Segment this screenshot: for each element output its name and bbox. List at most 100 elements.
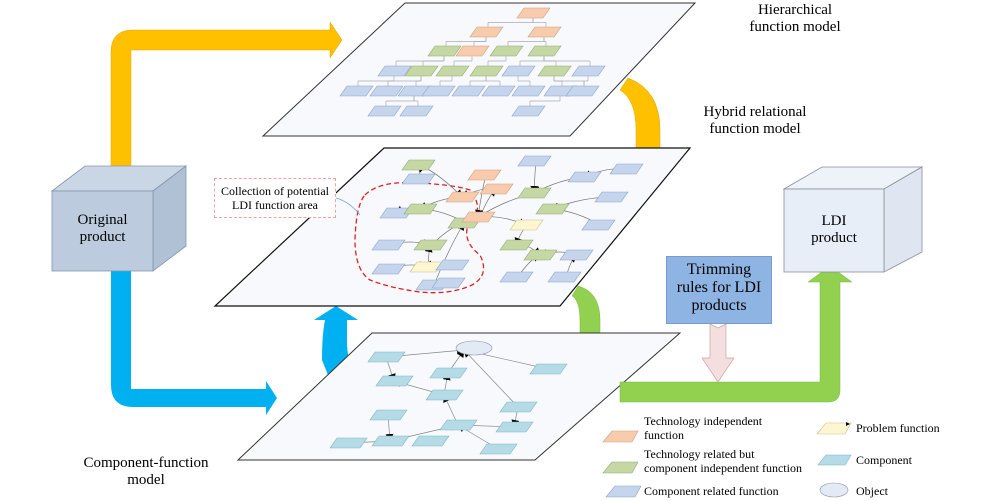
hybrid-label-line1: Hybrid relational xyxy=(703,104,807,120)
callout-pointer xyxy=(335,197,361,216)
hybrid-node-tech-independent xyxy=(479,183,514,195)
hier-node-component-related xyxy=(451,85,486,97)
legend-tech-independent-line2: function xyxy=(644,428,684,442)
hybrid-node-tech-related xyxy=(517,187,552,199)
ldi-area-boundary xyxy=(354,181,485,294)
hybrid-node-component-related xyxy=(581,219,616,231)
hybrid-node-component-related xyxy=(401,173,436,185)
hybrid-node-component-related xyxy=(517,155,552,167)
hier-node-component-related xyxy=(421,85,456,97)
hybrid-node-component-related xyxy=(371,239,406,251)
hierarchical-label-line1: Hierarchical xyxy=(757,2,833,18)
hybrid-node-problem xyxy=(509,219,544,231)
component-link xyxy=(463,349,519,408)
component-node-component xyxy=(479,443,518,455)
legend-swatch-tech-related xyxy=(602,461,639,474)
hybrid-node-component-related xyxy=(435,259,470,271)
hybrid-node-component-related xyxy=(499,271,534,283)
original-product-cube xyxy=(50,165,188,272)
hier-node-component-related xyxy=(511,105,546,117)
hier-node-tech-related xyxy=(489,45,524,57)
original-product-label: Original product xyxy=(52,212,153,246)
hier-node-tech-independent xyxy=(516,7,551,19)
hier-node-tech-related xyxy=(427,45,462,57)
legend-tech-related: Technology related but component indepen… xyxy=(644,447,802,475)
hierarchical-links xyxy=(357,18,591,106)
hier-node-tech-independent xyxy=(527,26,562,38)
component-object xyxy=(455,340,493,356)
ldi-product-label-line2: product xyxy=(811,230,857,246)
hybrid-node-tech-related xyxy=(401,159,436,171)
hybrid-node-tech-independent xyxy=(461,211,496,223)
green-arrow-to-ldi-product xyxy=(619,265,853,403)
hybrid-label-line2: function model xyxy=(709,121,801,137)
yellow-arrow-to-hierarchical xyxy=(110,21,343,169)
hybrid-node-tech-independent xyxy=(445,191,480,203)
hybrid-node-tech-independent xyxy=(467,169,502,181)
legend-swatch-tech-independent xyxy=(602,430,639,443)
hybrid-node-component-related xyxy=(379,207,414,219)
hierarchical-label-line2: function model xyxy=(749,19,841,35)
trimming-rules-line3: products xyxy=(691,297,747,314)
legend-component: Component xyxy=(856,453,912,467)
legend-swatch-problem xyxy=(816,422,852,435)
legend-swatch-component-related xyxy=(605,485,642,498)
hier-node-tech-related xyxy=(537,65,572,77)
legend-component-related: Component related function xyxy=(644,484,779,498)
legend-problem: Problem function xyxy=(856,421,940,435)
ldi-area-callout: Collection of potential LDI function are… xyxy=(214,178,336,218)
hybrid-node-component-related xyxy=(371,263,406,275)
blue-arrow-to-component-function xyxy=(111,270,277,415)
callout-line1: Collection of potential xyxy=(221,184,329,198)
hier-node-tech-independent xyxy=(455,45,490,57)
hybrid-node-component-related xyxy=(609,163,644,175)
hier-node-component-related xyxy=(377,65,412,77)
component-function-label-line1: Component-function xyxy=(83,455,209,471)
hybrid-node-component-related xyxy=(559,249,594,261)
hier-node-tech-related xyxy=(527,45,562,57)
trimming-rules-line2: rules for LDI xyxy=(676,279,762,296)
hier-node-component-related xyxy=(511,85,546,97)
hier-node-tech-related xyxy=(404,65,439,77)
hybrid-node-tech-related xyxy=(523,249,558,261)
original-product-label-line2: product xyxy=(79,229,126,245)
original-product-label-line1: Original xyxy=(77,212,128,228)
ldi-product-label-line1: LDI xyxy=(821,213,847,229)
hybrid-node-tech-related xyxy=(413,239,448,251)
component-node-component xyxy=(375,375,414,387)
hier-node-tech-independent xyxy=(469,26,504,38)
component-node-component xyxy=(529,363,568,375)
hybrid-node-problem xyxy=(409,261,444,273)
hybrid-node-tech-related xyxy=(535,203,570,215)
hybrid-label: Hybrid relational function model xyxy=(680,104,830,138)
callout-line2: LDI function area xyxy=(232,198,318,212)
trimming-rules-line1: Trimming xyxy=(686,261,752,278)
hybrid-node-tech-related xyxy=(403,203,438,215)
hierarchical-label: Hierarchical function model xyxy=(730,2,860,36)
hybrid-node-component-related xyxy=(547,271,582,283)
component-node-component xyxy=(411,435,450,447)
hier-node-component-related xyxy=(339,85,374,97)
hierarchical-nodes xyxy=(339,7,606,117)
component-node-component xyxy=(369,409,408,421)
legend-tech-independent: Technology independent function xyxy=(644,414,762,442)
component-node-component xyxy=(371,435,410,447)
hybrid-node-component-related xyxy=(567,171,602,183)
component-node-component xyxy=(367,351,406,363)
hybrid-node-component-related xyxy=(594,191,629,203)
component-node-component xyxy=(439,419,478,431)
hier-node-tech-related xyxy=(435,65,470,77)
hier-node-component-related xyxy=(399,105,434,117)
trimming-rules-box: Trimming rules for LDI products xyxy=(666,256,772,324)
legend-tech-related-line1: Technology related but xyxy=(644,447,755,461)
ldi-product-label: LDI product xyxy=(784,213,884,247)
component-function-plane xyxy=(236,332,682,461)
hier-node-component-related xyxy=(367,105,402,117)
legend-object: Object xyxy=(856,484,888,498)
component-nodes xyxy=(329,340,568,455)
component-function-label-line2: model xyxy=(127,472,165,488)
ldi-product-cube xyxy=(782,166,924,273)
legend-shapes xyxy=(602,422,852,498)
hier-node-component-related xyxy=(369,85,404,97)
hier-node-component-related xyxy=(565,85,600,97)
